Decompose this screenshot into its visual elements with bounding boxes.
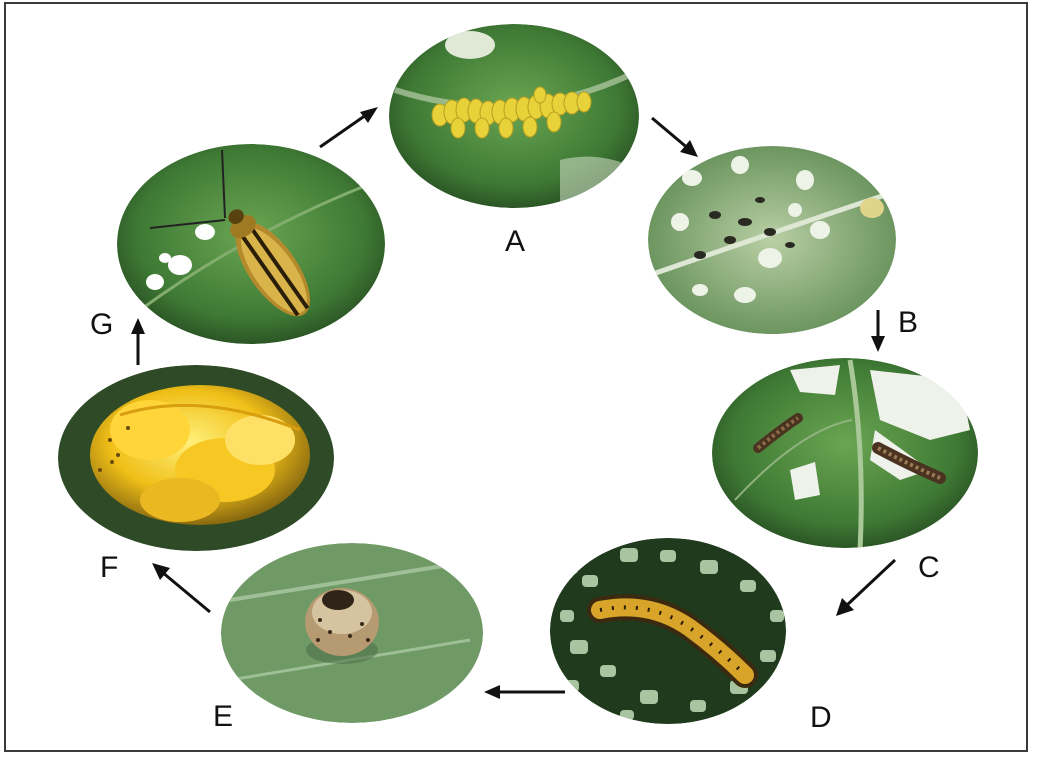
pupa bbox=[305, 588, 379, 664]
stage-label-e: E bbox=[213, 702, 233, 732]
stage-e-photo bbox=[221, 543, 483, 723]
arrow-c-to-d bbox=[836, 560, 895, 616]
stage-label-a: A bbox=[505, 227, 525, 257]
stage-label-f: F bbox=[100, 553, 118, 583]
stage-label-d: D bbox=[810, 703, 832, 733]
yellow-cluster bbox=[90, 385, 310, 525]
arrow-b-to-c bbox=[871, 310, 885, 352]
stage-label-g: G bbox=[90, 310, 113, 340]
arrow-d-to-e bbox=[484, 685, 565, 699]
stage-a-photo bbox=[389, 24, 640, 210]
arrow-e-to-f bbox=[152, 563, 210, 612]
arrow-f-to-g bbox=[131, 318, 145, 365]
stage-b-photo bbox=[648, 146, 900, 334]
stage-c-photo bbox=[712, 358, 978, 550]
arrow-a-to-b bbox=[652, 118, 698, 157]
stage-d-photo bbox=[550, 538, 786, 724]
stage-g-photo bbox=[117, 144, 385, 344]
arrow-g-to-a bbox=[320, 107, 378, 147]
stage-label-b: B bbox=[898, 308, 918, 338]
stage-label-c: C bbox=[918, 553, 940, 583]
stage-f-photo bbox=[58, 365, 334, 551]
